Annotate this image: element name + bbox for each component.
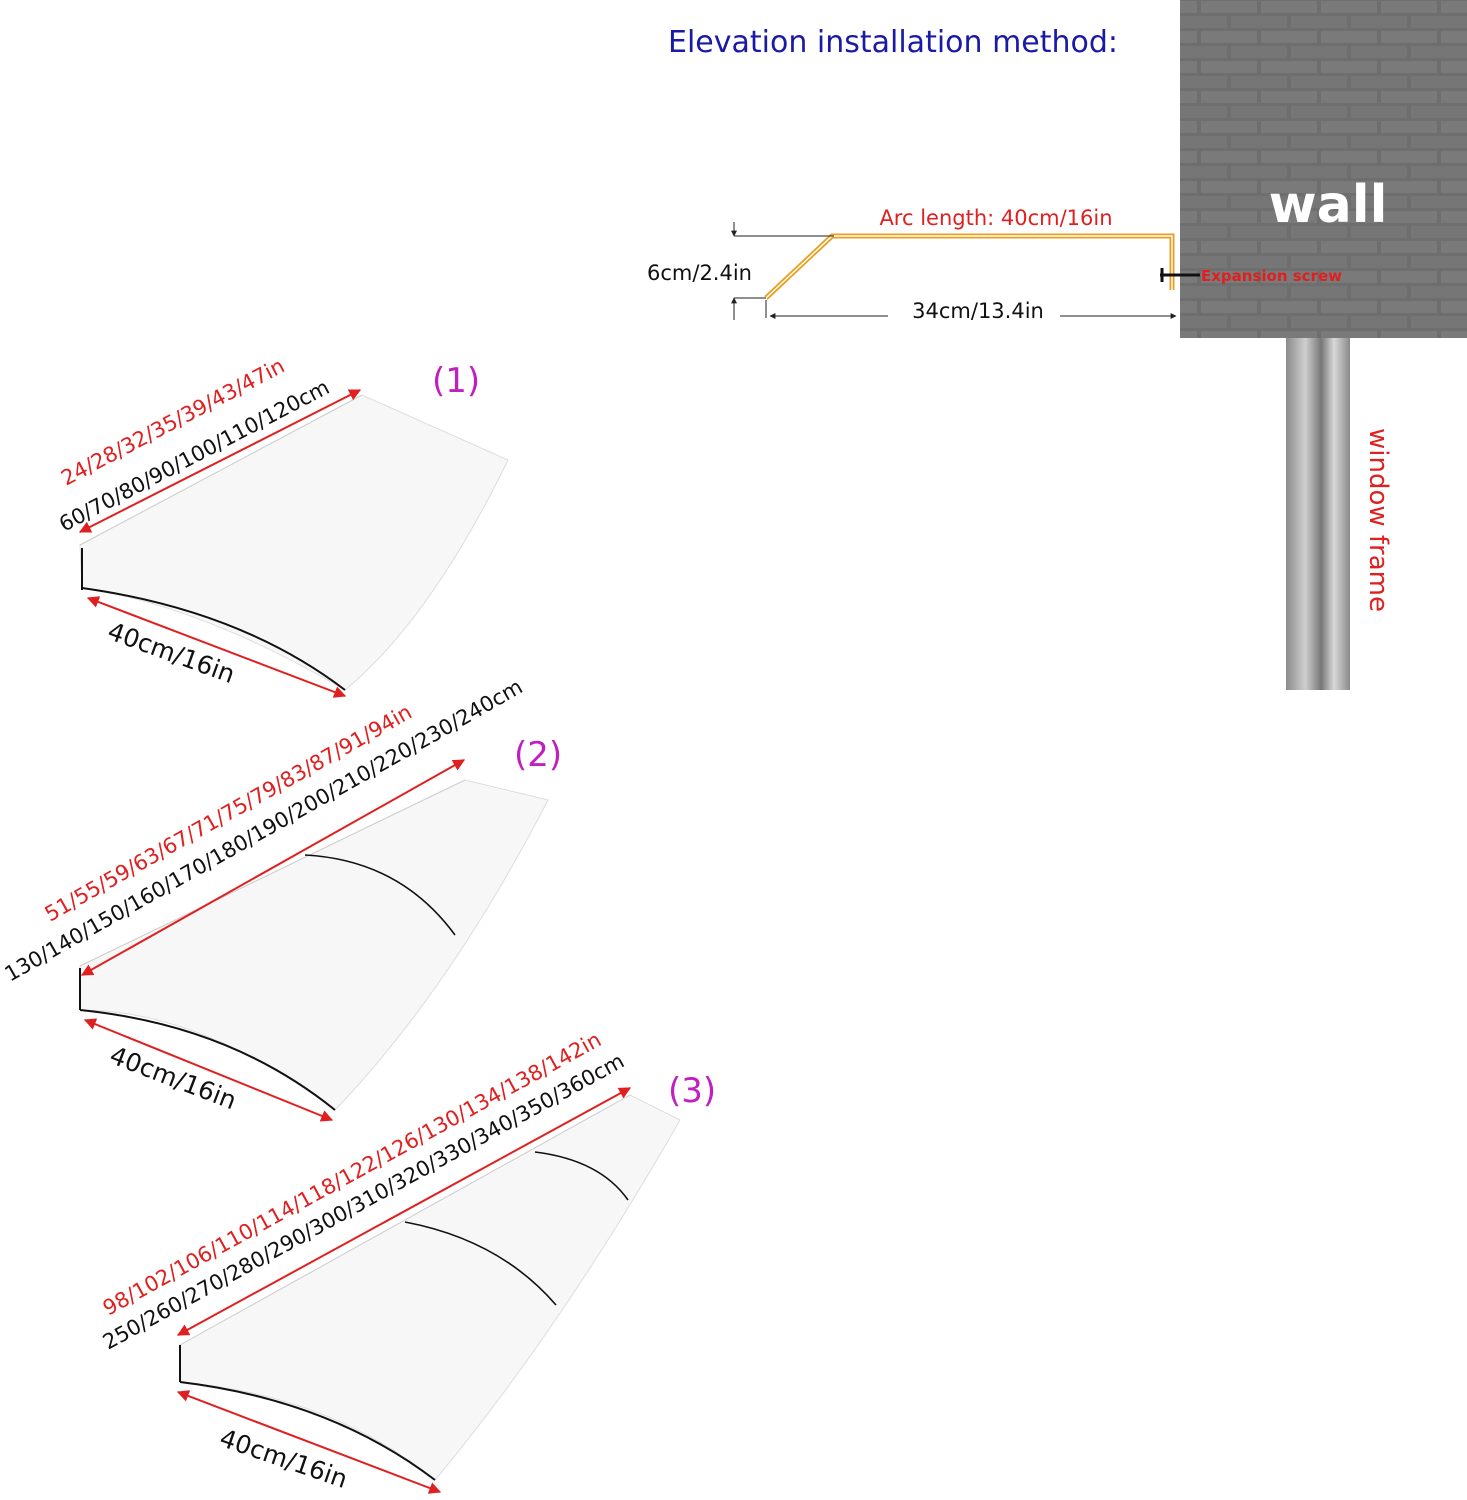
heading: Elevation installation method: <box>668 25 1118 60</box>
width-label: 40cm/16in <box>106 1041 241 1116</box>
variant-number: (2) <box>514 735 562 775</box>
window-frame <box>1286 338 1350 690</box>
variant-number: (3) <box>668 1071 716 1111</box>
wall <box>1180 0 1467 338</box>
variant-1: (1) 24/28/32/35/39/43/47in 60/70/80/90/1… <box>55 354 509 698</box>
length-arrow <box>78 389 362 533</box>
awning-profile <box>764 233 1175 300</box>
width-arrow <box>176 1390 442 1494</box>
elevation-diagram: Elevation installation method: wall wind… <box>647 0 1467 690</box>
height-label: 6cm/2.4in <box>647 261 752 285</box>
window-frame-label: window frame <box>1363 428 1393 612</box>
variant-2: (2) 51/55/59/63/67/71/75/79/83/87/91/94i… <box>1 675 562 1122</box>
wall-label: wall <box>1269 175 1388 235</box>
width-label: 40cm/16in <box>104 616 239 689</box>
width-arrow <box>86 596 347 698</box>
depth-label: 34cm/13.4in <box>912 299 1044 323</box>
variant-number: (1) <box>432 361 480 401</box>
width-label: 40cm/16in <box>216 1423 351 1494</box>
length-arrow <box>176 1087 632 1336</box>
length-arrow <box>80 759 466 976</box>
arc-length-label: Arc length: 40cm/16in <box>879 206 1112 230</box>
expansion-screw-label: Expansion screw <box>1201 267 1342 285</box>
